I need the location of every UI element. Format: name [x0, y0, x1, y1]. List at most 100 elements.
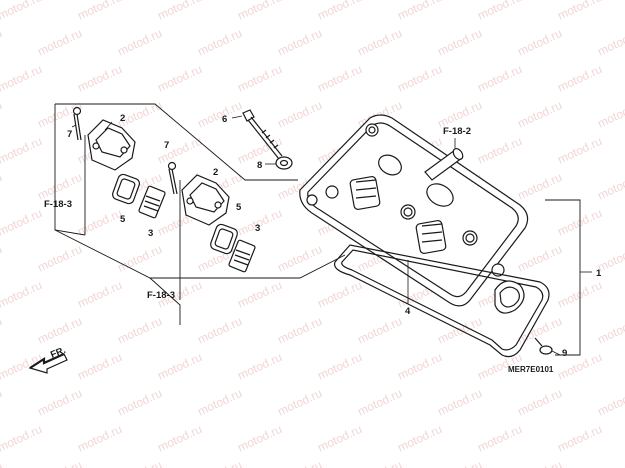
watermark-text: motod.ru [155, 350, 204, 383]
watermark-text: motod.ru [595, 26, 625, 59]
watermark-text: motod.ru [195, 26, 244, 59]
watermark-text: motod.ru [0, 242, 4, 275]
watermark-text: motod.ru [115, 242, 164, 275]
watermark-text: motod.ru [355, 26, 404, 59]
watermark-text: motod.ru [0, 386, 4, 419]
bolt-6 [242, 109, 283, 160]
watermark-text: motod.ru [475, 62, 524, 95]
watermark-text: motod.ru [315, 350, 364, 383]
callout-3-lower: 3 [255, 223, 260, 234]
watermark-text: motod.ru [75, 422, 124, 455]
watermark-text: motod.ru [115, 26, 164, 59]
watermark-text: motod.ru [75, 350, 124, 383]
watermark-text: motod.ru [75, 62, 124, 95]
cylinder-head-cover [299, 114, 529, 307]
assembly-frame [54, 103, 592, 356]
bolt-7-upper [72, 106, 82, 141]
callout-4: 4 [405, 306, 411, 317]
watermark-text: motod.ru [555, 134, 604, 167]
watermark-text: motod.ru [35, 458, 84, 468]
watermark-text: motod.ru [555, 422, 604, 455]
head-cover-gasket [333, 244, 550, 358]
watermark-text: motod.ru [115, 458, 164, 468]
watermark-text: motod.ru [195, 386, 244, 419]
watermark-text: motod.ru [195, 314, 244, 347]
watermark-text: motod.ru [235, 0, 284, 23]
watermark-text: motod.ru [0, 134, 44, 167]
seal-5-upper [112, 173, 140, 205]
watermark-text: motod.ru [35, 170, 84, 203]
watermark-text: motod.ru [395, 62, 444, 95]
watermark-text: motod.ru [195, 98, 244, 131]
callout-6: 6 [222, 114, 227, 125]
watermark-text: motod.ru [355, 458, 404, 468]
cap-3-upper [138, 185, 166, 219]
watermark-text: motod.ru [275, 26, 324, 59]
leader-lines [71, 115, 561, 356]
watermark-text: motod.ru [395, 350, 444, 383]
watermark-text: motod.ru [275, 98, 324, 131]
watermark-text: motod.ru [515, 98, 564, 131]
watermark-text: motod.ru [355, 314, 404, 347]
front-direction-arrow [28, 352, 68, 374]
watermark-text: motod.ru [515, 458, 564, 468]
callout-2-upper: 2 [120, 113, 125, 124]
watermark-text: motod.ru [35, 26, 84, 59]
watermark-text: motod.ru [315, 0, 364, 23]
watermark-text: motod.ru [595, 170, 625, 203]
watermark-text: motod.ru [0, 26, 4, 59]
watermark-text: motod.ru [515, 26, 564, 59]
cap-3-lower [228, 239, 256, 273]
callout-1: 1 [596, 268, 602, 279]
bolt-7-lower [167, 161, 178, 195]
watermark-text: motod.ru [595, 98, 625, 131]
watermark-text: motod.ru [435, 26, 484, 59]
washer-8 [275, 156, 293, 170]
front-label: FR. [49, 345, 67, 361]
watermark-text: motod.ru [435, 386, 484, 419]
watermark-text: motod.ru [195, 458, 244, 468]
coil-holder-2-upper [87, 119, 136, 171]
watermark-text: motod.ru [155, 422, 204, 455]
watermark-text: motod.ru [75, 278, 124, 311]
watermark-text: motod.ru [0, 206, 44, 239]
watermark-text: motod.ru [315, 62, 364, 95]
watermark-text: motod.ru [515, 242, 564, 275]
watermark-text: motod.ru [555, 0, 604, 23]
watermark-text: motod.ru [275, 458, 324, 468]
watermark-text: motod.ru [0, 98, 4, 131]
watermark-text: motod.ru [75, 0, 124, 23]
watermark-text: motod.ru [0, 0, 44, 23]
watermark-text: motod.ru [235, 350, 284, 383]
callout-9: 9 [562, 348, 567, 359]
watermark-text: motod.ru [275, 386, 324, 419]
watermark-text: motod.ru [0, 458, 4, 468]
watermark-text: motod.ru [475, 422, 524, 455]
callout-7-upper: 7 [67, 129, 72, 140]
watermark-text: motod.ru [0, 422, 44, 455]
watermark-text: motod.ru [235, 422, 284, 455]
watermark-text: motod.ru [35, 242, 84, 275]
watermark-text: motod.ru [155, 62, 204, 95]
watermark-text: motod.ru [35, 386, 84, 419]
labels: 2 7 5 3 7 2 5 3 6 8 1 4 9 F-18-2 F-18-3 … [44, 113, 602, 374]
watermark-text: motod.ru [0, 278, 44, 311]
watermark-text: motod.ru [355, 386, 404, 419]
watermark-text: motod.ru [475, 0, 524, 23]
callout-8: 8 [257, 160, 262, 171]
callout-5-upper: 5 [120, 214, 126, 225]
callout-2-lower: 2 [213, 167, 218, 178]
watermark-text: motod.ru [595, 314, 625, 347]
watermark-text: motod.ru [475, 134, 524, 167]
callout-3-upper: 3 [148, 228, 153, 239]
watermark-text: motod.ru [0, 170, 4, 203]
ref-f18-2: F-18-2 [443, 126, 471, 137]
watermark-text: motod.ru [595, 458, 625, 468]
watermark-text: motod.ru [155, 0, 204, 23]
diagram-code: MER7E0101 [508, 365, 554, 374]
watermark-text: motod.ru [315, 278, 364, 311]
watermark-text: motod.ru [235, 62, 284, 95]
watermark-text: motod.ru [0, 62, 44, 95]
